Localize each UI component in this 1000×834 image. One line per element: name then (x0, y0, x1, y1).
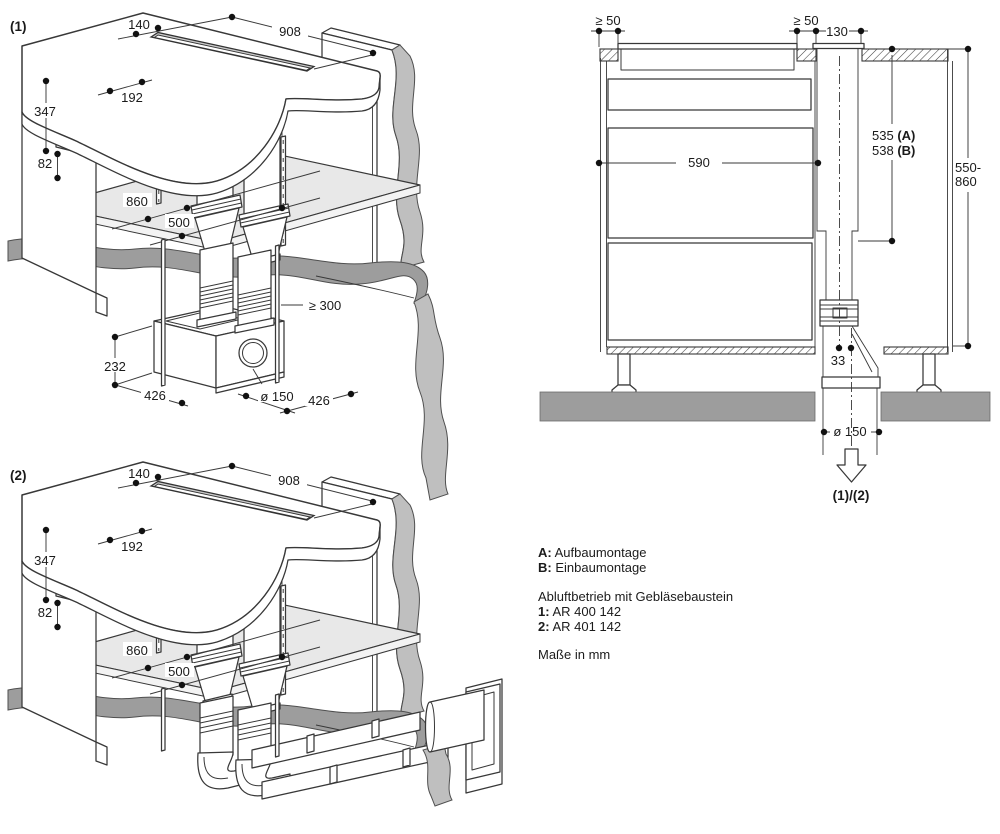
dim-860: 860 (126, 194, 148, 209)
note-key-2: 2: (538, 619, 550, 634)
note-text-1: AR 400 142 (552, 604, 622, 619)
dim-192-f2: 192 (121, 539, 143, 554)
note-text-b: Einbaumontage (555, 560, 647, 575)
countertop-mid (796, 48, 817, 62)
figure-section: ≥ 50 ≥ 50 130 590 535 (A) 538 (B) 550- 8… (539, 13, 991, 503)
dim-535A: 535 (A) (872, 128, 915, 143)
fig1-dimension-lines (111, 304, 359, 415)
dim-33: 33 (831, 353, 845, 368)
dim-590: 590 (688, 155, 710, 170)
blower-module (153, 305, 285, 394)
drawer-1 (607, 78, 812, 111)
leg-left (617, 353, 631, 386)
dim-130: 130 (826, 24, 848, 39)
dim-140: 140 (128, 17, 150, 32)
fig2-tag: (2) (10, 468, 27, 483)
dim-min300: ≥ 300 (309, 298, 341, 313)
mounting-rod-right (274, 244, 280, 384)
note-key-1: 1: (538, 604, 550, 619)
building-floor-right (880, 391, 991, 422)
dim-426-left: 426 (144, 388, 166, 403)
dim-140-f2: 140 (128, 466, 150, 481)
drawer-2 (607, 127, 814, 239)
airflow-arrow-icon (836, 448, 867, 483)
hob-recess (620, 49, 795, 71)
note-text-a: Aufbaumontage (554, 545, 647, 560)
dim-908: 908 (279, 24, 301, 39)
dim-908-f2: 908 (278, 473, 300, 488)
note-key-b: B: (538, 560, 552, 575)
dim-550: 550- (955, 160, 981, 175)
dim-860-f2: 860 (126, 643, 148, 658)
note-units: Maße in mm (538, 647, 611, 662)
countertop-left (599, 48, 619, 62)
section-dimension-lines (591, 27, 972, 436)
dim-82-f2: 82 (38, 605, 52, 620)
vertical-ducts (196, 242, 275, 334)
dim-538B: 538 (B) (872, 143, 915, 158)
round-duct-stub (424, 689, 485, 753)
drawer-3 (607, 242, 813, 341)
cabinet-base-right (883, 346, 949, 355)
dim-500-f2: 500 (168, 664, 190, 679)
dim-347-f2: 347 (34, 553, 56, 568)
countertop-right (861, 48, 949, 62)
figure-1-isometric: (1) 140 908 192 347 82 860 500 ≥ 300 232… (7, 12, 429, 415)
building-floor-left (539, 391, 816, 422)
duct-coupler (819, 299, 859, 327)
fig1-tag: (1) (10, 19, 27, 34)
dim-82: 82 (38, 156, 52, 171)
dim-347: 347 (34, 104, 56, 119)
vent-flange (812, 42, 865, 50)
dim-860-range: 860 (955, 174, 977, 189)
dim-232: 232 (104, 359, 126, 374)
horizontal-duct-run (197, 695, 449, 800)
figure-2-isometric: (2) 140 908 192 347 82 860 500 (7, 461, 503, 807)
dim-500: 500 (168, 215, 190, 230)
section-duct (816, 48, 881, 455)
note-key-a: A: (538, 545, 552, 560)
wall-cut-ribbon-connector (413, 293, 449, 501)
mounting-rod-left (160, 238, 166, 387)
note-line-a: A: Aufbaumontage (538, 545, 646, 560)
cabinet-base-left (606, 346, 816, 355)
wall-cut-ribbon-lower (422, 743, 453, 807)
dim-min50-right: ≥ 50 (793, 13, 818, 28)
dim-dia150-section: ø 150 (833, 424, 866, 439)
note-text-2: AR 401 142 (552, 619, 622, 634)
blower-outlet-port (238, 338, 268, 368)
dim-dia150: ø 150 (260, 389, 293, 404)
variant-tag: (1)/(2) (833, 488, 870, 503)
hob-top (617, 42, 798, 50)
dim-min50-left: ≥ 50 (595, 13, 620, 28)
note-mode-title: Abluftbetrieb mit Gebläsebaustein (538, 589, 734, 604)
duct-collar (821, 376, 881, 389)
section-cabinet (599, 42, 953, 395)
dim-426-right: 426 (308, 393, 330, 408)
note-line-2: 2: AR 401 142 (538, 619, 621, 634)
dim-192: 192 (121, 90, 143, 105)
note-line-b: B: Einbaumontage (538, 560, 646, 575)
leg-right (922, 353, 936, 386)
note-line-1: 1: AR 400 142 (538, 604, 621, 619)
